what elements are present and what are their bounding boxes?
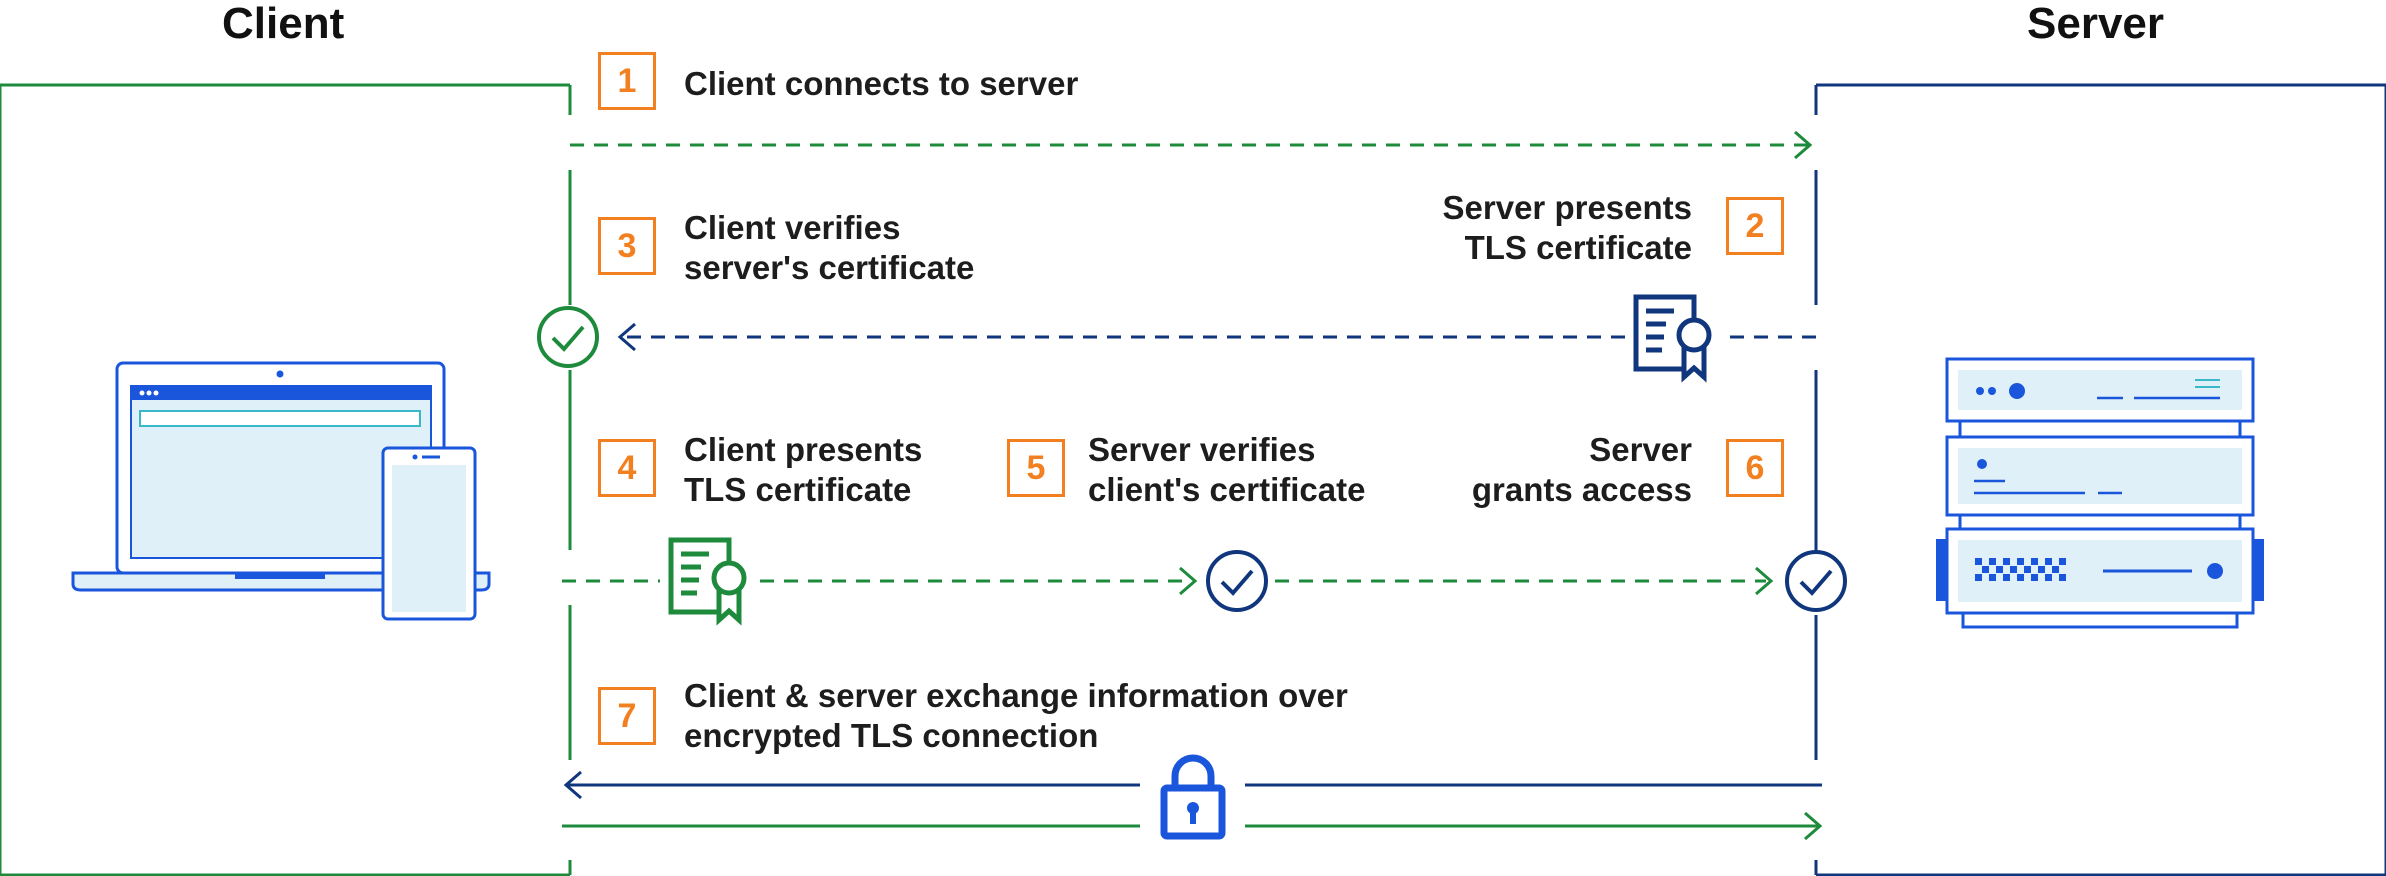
step-1-label: Client connects to server xyxy=(684,65,1079,102)
laptop-icon xyxy=(71,361,491,592)
step-6-number: 6 xyxy=(1726,439,1784,497)
phone-icon xyxy=(381,446,477,621)
arrow-client-cert xyxy=(562,566,1774,596)
checkmark-circle-icon xyxy=(1206,550,1268,612)
server-frame xyxy=(1816,83,2386,876)
step-6-label: Server grants access xyxy=(1471,431,1692,508)
arrow-encrypted-forward xyxy=(562,811,1823,841)
arrow-connect xyxy=(570,130,1813,160)
server-heading: Server xyxy=(2027,0,2165,48)
step-5-label: Server verifies client's certificate xyxy=(1088,431,1366,508)
step-7-label: Client & server exchange information ove… xyxy=(684,677,1348,754)
arrow-encrypted-back xyxy=(563,770,1822,800)
padlock-icon xyxy=(1160,754,1226,840)
step-5-number: 5 xyxy=(1007,439,1065,497)
step-3-number: 3 xyxy=(598,217,656,275)
step-7-number: 7 xyxy=(598,687,656,745)
server-rack-icon xyxy=(1936,357,2264,629)
certificate-icon xyxy=(1633,294,1712,383)
client-frame xyxy=(0,83,570,876)
checkmark-circle-icon xyxy=(537,306,599,368)
client-heading: Client xyxy=(222,0,345,48)
step-1-number: 1 xyxy=(598,52,656,110)
step-3-label: Client verifies server's certificate xyxy=(684,209,975,286)
checkmark-circle-icon xyxy=(1785,550,1847,612)
step-2-number: 2 xyxy=(1726,197,1784,255)
step-2-label: Server presents TLS certificate xyxy=(1442,189,1692,266)
arrow-server-cert xyxy=(617,322,1816,352)
step-4-label: Client presents TLS certificate xyxy=(684,431,923,508)
step-4-number: 4 xyxy=(598,439,656,497)
certificate-icon xyxy=(668,537,747,626)
